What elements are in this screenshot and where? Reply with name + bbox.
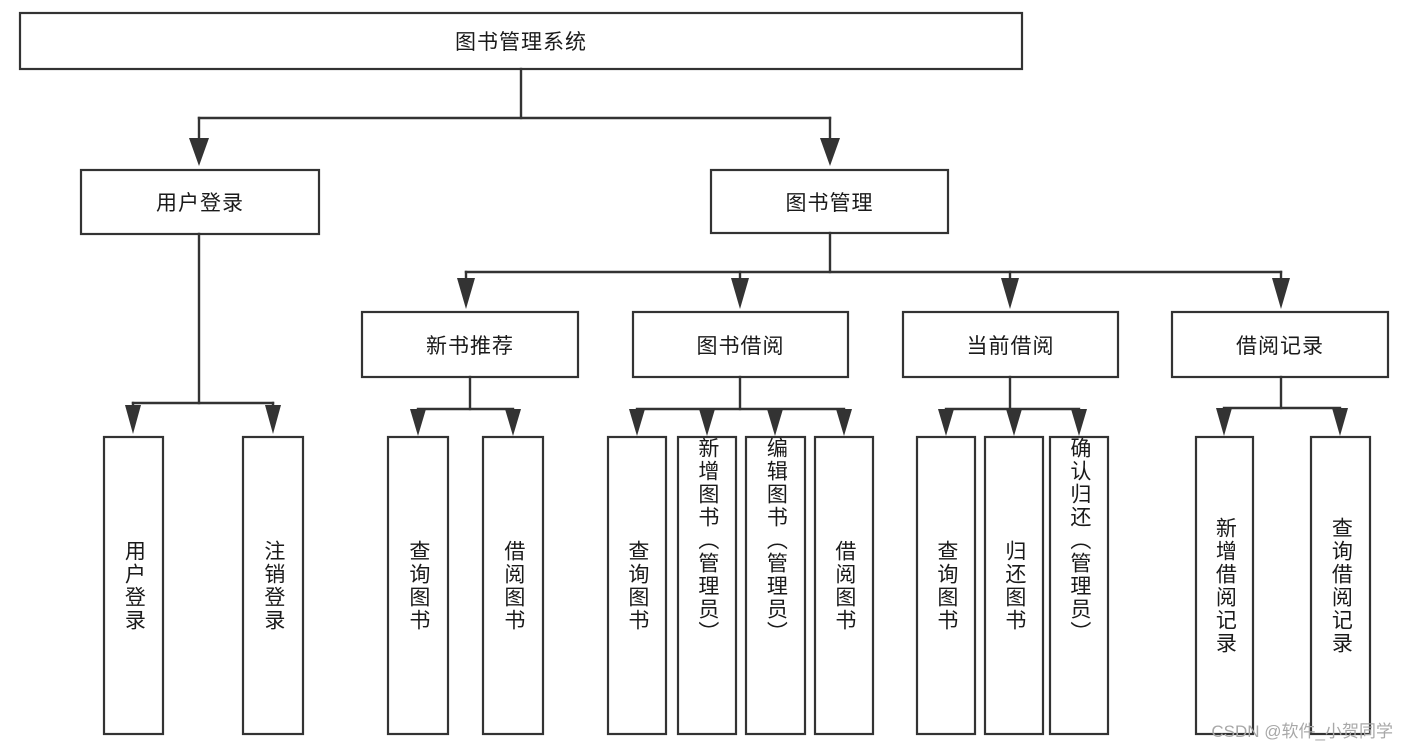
node-leaf-current-borrow-2-box[interactable] bbox=[983, 435, 1045, 736]
node-leaf-user-login-1-box[interactable] bbox=[102, 435, 165, 736]
arrowhead-root-to-book-manage bbox=[820, 138, 840, 166]
arrowhead-book-borrow-leaf2 bbox=[699, 409, 715, 436]
node-leaf-current-borrow-1-box[interactable] bbox=[915, 435, 977, 736]
arrowhead-book-borrow-leaf1 bbox=[629, 409, 645, 436]
node-leaf-new-book-1-box[interactable] bbox=[386, 435, 450, 736]
node-leaf-book-borrow-3-box[interactable] bbox=[744, 435, 807, 736]
node-leaf-borrow-record-2-box[interactable] bbox=[1309, 435, 1372, 736]
node-user-login-box[interactable] bbox=[79, 168, 321, 236]
arrowhead-book-manage-c3 bbox=[1001, 278, 1019, 309]
arrowhead-book-manage-c1 bbox=[457, 278, 475, 309]
node-leaf-current-borrow-3-box[interactable] bbox=[1048, 435, 1110, 736]
node-leaf-book-borrow-4-box[interactable] bbox=[813, 435, 875, 736]
node-book-borrow-box[interactable] bbox=[631, 310, 850, 379]
node-leaf-borrow-record-1-box[interactable] bbox=[1194, 435, 1255, 736]
arrowhead-borrow-record-leaf1 bbox=[1216, 408, 1232, 436]
node-leaf-book-borrow-2-box[interactable] bbox=[676, 435, 738, 736]
arrowhead-book-manage-c4 bbox=[1272, 278, 1290, 309]
arrowhead-borrow-record-leaf2 bbox=[1332, 408, 1348, 436]
arrowhead-book-borrow-leaf4 bbox=[836, 409, 852, 436]
arrowhead-user-login-leaf2 bbox=[265, 405, 281, 434]
arrowhead-new-book-leaf1 bbox=[410, 409, 426, 436]
node-borrow-record-box[interactable] bbox=[1170, 310, 1390, 379]
node-new-book-recommend-box[interactable] bbox=[360, 310, 580, 379]
arrowhead-root-to-user-login bbox=[189, 138, 209, 166]
arrowhead-book-borrow-leaf3 bbox=[767, 409, 783, 436]
node-book-manage-box[interactable] bbox=[709, 168, 950, 235]
arrowhead-current-borrow-leaf2 bbox=[1006, 409, 1022, 436]
node-current-borrow-box[interactable] bbox=[901, 310, 1120, 379]
arrowhead-book-manage-c2 bbox=[731, 278, 749, 309]
arrowhead-new-book-leaf2 bbox=[505, 409, 521, 436]
arrowhead-current-borrow-leaf1 bbox=[938, 409, 954, 436]
node-leaf-new-book-2-box[interactable] bbox=[481, 435, 545, 736]
arrowhead-user-login-leaf1 bbox=[125, 405, 141, 434]
node-leaf-user-login-2-box[interactable] bbox=[241, 435, 305, 736]
arrowhead-current-borrow-leaf3 bbox=[1071, 409, 1087, 436]
node-root-box[interactable] bbox=[18, 11, 1024, 71]
node-leaf-book-borrow-1-box[interactable] bbox=[606, 435, 668, 736]
